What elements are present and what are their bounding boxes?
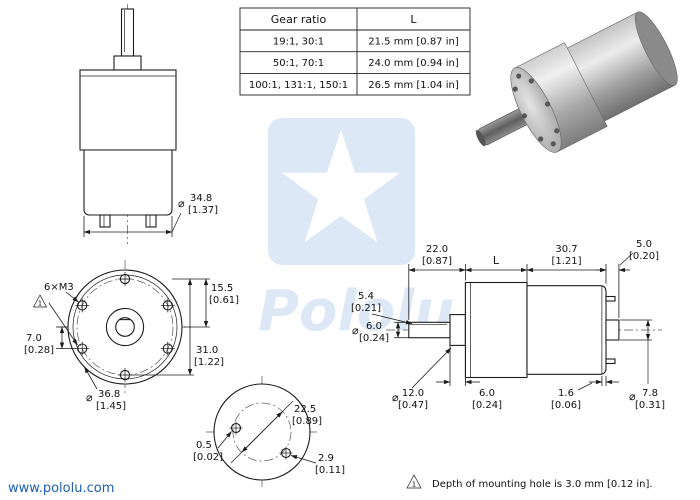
motor-3d-render — [475, 11, 678, 153]
dim-mount-holes-label: 6×M3 — [44, 282, 74, 293]
dim-cap-length-mm: 5.0 — [636, 239, 652, 250]
dim-shaft-length-mm: 22.0 — [426, 244, 448, 255]
dim-motor-diameter-mm: 34.8 — [190, 193, 212, 204]
dim-cap-lip-mm: 1.6 — [558, 388, 574, 399]
dim-cap-length-in: [0.20] — [629, 251, 659, 262]
table-cell-l-2: 26.5 mm [1.04 in] — [368, 80, 459, 91]
dim-hole-radius-mm: 15.5 — [211, 283, 233, 294]
mounting-holes — [75, 272, 175, 382]
dim-motor-diameter-sym: ⌀ — [178, 197, 185, 210]
table-cell-gear-1: 50:1, 70:1 — [273, 58, 324, 69]
table-cell-gear-0: 19:1, 30:1 — [273, 37, 324, 48]
dim-face-diameter-in: [1.45] — [96, 401, 126, 412]
dim-bolt-circle-in: [1.22] — [194, 357, 224, 368]
dim-shaft-diameter-mm: 6.0 — [366, 321, 382, 332]
dim-face-diameter-mm: 36.8 — [98, 389, 120, 400]
pololu-watermark: Pololu — [258, 118, 454, 344]
gearbox-face-view: 6×M3 1 15.5 [0.61] 31.0 [1.22] 7.0 [0.28… — [24, 260, 239, 412]
dim-motor-length-mm: 30.7 — [555, 244, 577, 255]
dim-boss-diameter-sym: ⌀ — [392, 391, 399, 404]
vertical-side-view: ⌀ 34.8 [1.37] — [79, 4, 218, 244]
dim-bolt-circle-mm: 31.0 — [196, 345, 218, 356]
warning-triangle-icon — [32, 294, 48, 308]
star-icon — [282, 130, 400, 243]
warning-triangle-icon — [406, 474, 422, 489]
dim-shaft-flat-mm: 5.4 — [358, 291, 374, 302]
dim-rear-bolt-circle-mm: 22.5 — [294, 404, 316, 415]
footnote-marker: 1 — [412, 481, 416, 489]
site-url: www.pololu.com — [8, 481, 114, 496]
dim-shaft-length-in: [0.87] — [422, 256, 452, 267]
dim-shaft-diameter-in: [0.24] — [359, 333, 389, 344]
horizontal-side-view: 22.0 [0.87] L 30.7 [1.21] 5.0 [0.20] 5.4… — [351, 239, 665, 411]
dim-boss-length-mm: 6.0 — [479, 388, 495, 399]
rear-holes — [229, 421, 293, 460]
dim-boss-diameter-mm: 12.0 — [402, 388, 424, 399]
table-header-l: L — [410, 13, 417, 26]
dim-boss-length-in: [0.24] — [472, 400, 502, 411]
dim-rear-offset-in: [0.02] — [193, 452, 223, 463]
dim-gearbox-length-label: L — [493, 254, 500, 267]
dim-shaft-flat-in: [0.21] — [351, 303, 381, 314]
dim-mount-holes-marker: 1 — [38, 300, 42, 308]
dim-bushing-diameter-in: [0.31] — [635, 400, 665, 411]
dim-hole-offset-mm: 7.0 — [26, 333, 42, 344]
table-cell-l-0: 21.5 mm [0.87 in] — [368, 37, 459, 48]
dim-rear-hole-mm: 2.9 — [318, 453, 334, 464]
face-bolt-holes — [512, 73, 560, 147]
dim-motor-diameter-in: [1.37] — [188, 205, 218, 216]
dim-motor-length-in: [1.21] — [551, 256, 581, 267]
motor-rear-view: 22.5 [0.89] 0.5 [0.02] 2.9 [0.11] — [193, 376, 345, 488]
dim-hole-radius-in: [0.61] — [209, 295, 239, 306]
dim-rear-hole-in: [0.11] — [315, 465, 345, 476]
dim-cap-lip-in: [0.06] — [551, 400, 581, 411]
dim-bushing-diameter-sym: ⌀ — [629, 390, 636, 403]
footnote-text: Depth of mounting hole is 3.0 mm [0.12 i… — [432, 479, 653, 490]
dim-boss-diameter-in: [0.47] — [398, 400, 428, 411]
footnote: 1 Depth of mounting hole is 3.0 mm [0.12… — [406, 474, 653, 490]
table-cell-gear-2: 100:1, 131:1, 150:1 — [249, 80, 348, 91]
table-cell-l-1: 24.0 mm [0.94 in] — [368, 58, 459, 69]
dim-rear-bolt-circle-in: [0.89] — [292, 416, 322, 427]
dim-shaft-diameter-sym: ⌀ — [352, 324, 359, 337]
dim-face-diameter-sym: ⌀ — [86, 391, 93, 404]
dim-hole-offset-in: [0.28] — [24, 345, 54, 356]
dim-rear-offset-mm: 0.5 — [196, 440, 212, 451]
table-header-gear-ratio: Gear ratio — [271, 13, 327, 26]
dim-bushing-diameter-mm: 7.8 — [642, 388, 658, 399]
gear-ratio-table: Gear ratio L 19:1, 30:1 21.5 mm [0.87 in… — [239, 7, 471, 96]
